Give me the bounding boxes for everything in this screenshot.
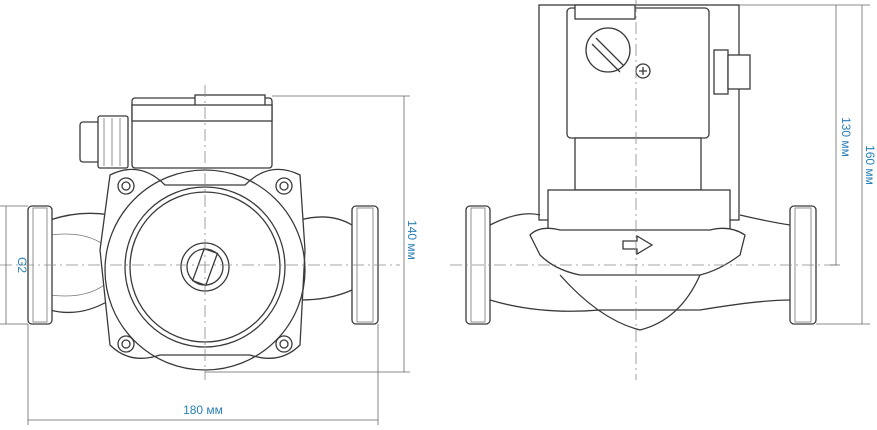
side-view: 130 мм 160 мм: [450, 0, 877, 380]
width-180-label: 180 мм: [183, 403, 223, 417]
height-160-label: 160 мм: [863, 145, 877, 185]
front-view: G2 140 мм 180 мм: [0, 85, 419, 425]
side-cable-gland: [713, 49, 729, 95]
thread-size-label: G2: [15, 257, 29, 273]
height-130-label: 130 мм: [839, 117, 853, 157]
height-140-label: 140 мм: [405, 220, 419, 260]
cable-gland: [79, 121, 101, 163]
bolt-icons: [117, 177, 293, 353]
flow-direction-arrow-icon: [622, 234, 654, 256]
